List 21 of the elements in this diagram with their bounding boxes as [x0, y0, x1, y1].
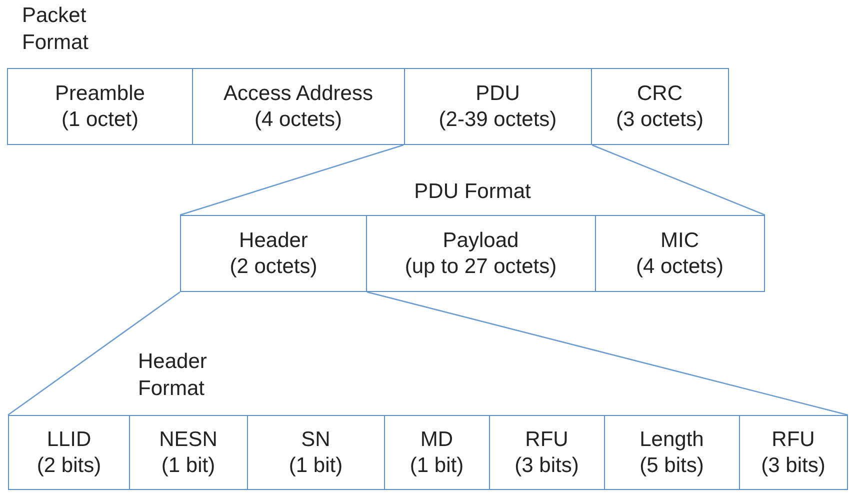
field-cell: Length (5 bits) [604, 415, 740, 490]
field-cell: PDU (2-39 octets) [404, 68, 592, 145]
field-cell: MD (1 bit) [384, 415, 490, 490]
field-cell: Header (2 octets) [180, 215, 367, 292]
field-cell: LLID (2 bits) [8, 415, 130, 490]
field-cell: RFU (3 bits) [488, 415, 605, 490]
expansion-line [8, 291, 180, 416]
expansion-line [592, 144, 766, 216]
field-cell: SN (1 bit) [246, 415, 385, 490]
expansion-line [180, 144, 404, 216]
expansion-line [366, 291, 848, 416]
field-cell: Payload (up to 27 octets) [366, 215, 596, 292]
section-heading: Packet Format [22, 3, 90, 56]
section-heading: PDU Format [413, 179, 532, 205]
field-cell: Preamble (1 octet) [7, 68, 193, 145]
field-cell: CRC (3 octets) [590, 68, 729, 145]
section-heading: Header Format [138, 349, 208, 402]
field-cell: MIC (4 octets) [594, 215, 765, 292]
field-cell: Access Address (4 octets) [192, 68, 405, 145]
field-cell: RFU (3 bits) [738, 415, 848, 490]
field-cell: NESN (1 bit) [128, 415, 248, 490]
